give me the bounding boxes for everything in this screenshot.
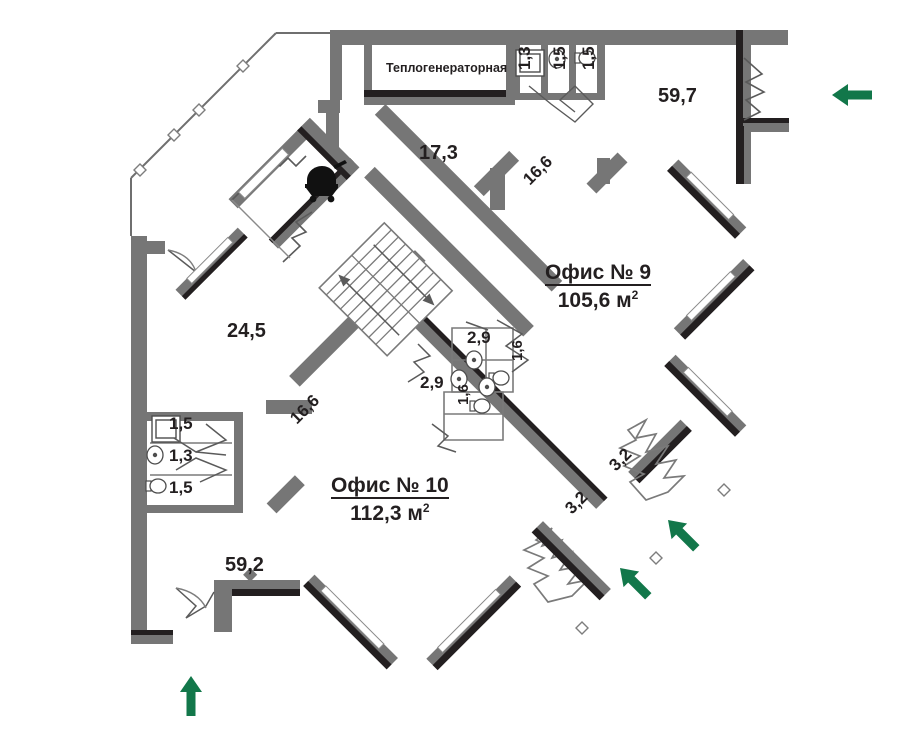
label-wc-center-c: 1,6	[509, 340, 526, 361]
label-wc-top-c: 1,5	[579, 46, 598, 70]
outer-facade-outline	[130, 32, 330, 236]
site-diamond-markers	[575, 483, 731, 635]
stairs-icon	[318, 221, 454, 357]
label-wc-left-bottom: 1,5	[169, 478, 193, 497]
wc-block-left	[145, 412, 243, 513]
label-area-hall-top: 17,3	[419, 142, 458, 164]
windows-topleft-diagonal	[175, 227, 248, 300]
wall-diagonal-upper	[318, 100, 563, 292]
label-wc-center-d: 1,6	[455, 384, 472, 405]
label-area-left-mid: 24,5	[227, 320, 266, 342]
label-wc-left-top: 1,5	[169, 414, 193, 433]
office-9-title-block: Офис № 9 105,6 м2	[545, 261, 652, 312]
office-10-title: Офис № 10	[331, 474, 449, 499]
wall-top-exterior	[330, 30, 789, 132]
wall-left-exterior	[131, 236, 197, 644]
entrance-arrow-bottom	[180, 676, 202, 716]
office-9-title: Офис № 9	[545, 261, 652, 286]
label-wc-center-a: 2,9	[467, 328, 491, 347]
label-wc-center-b: 2,9	[420, 373, 444, 392]
label-boiler-room: Теплогенераторная	[386, 61, 508, 75]
office-10-area: 112,3 м2	[350, 501, 430, 525]
office-9-area: 105,6 м2	[557, 288, 639, 312]
label-area-top-right: 59,7	[658, 85, 697, 107]
wc-cluster-door-swings	[407, 319, 530, 453]
entrance-arrow-right	[832, 84, 872, 106]
room-boiler-walls	[330, 45, 515, 105]
label-area-left-bottom: 59,2	[225, 554, 264, 576]
stroller-icon	[305, 160, 347, 203]
entrance-arrow-bottom-right-upper	[660, 512, 705, 557]
wall-right-zigzag-exterior	[628, 126, 755, 484]
entrance-arrow-bottom-right-lower	[612, 560, 657, 605]
wc-top-door-swings	[528, 85, 594, 123]
window-stroller-room	[237, 147, 290, 200]
label-wc-top-b: 1,5	[550, 46, 569, 70]
wc-block-top	[512, 45, 605, 100]
wall-bottom-zigzag-exterior	[175, 521, 611, 671]
label-wc-top-a: 1,3	[515, 46, 534, 70]
wall-nubs	[490, 158, 610, 210]
wc-left-door-swings	[173, 423, 228, 483]
label-wc-left-mid: 1,3	[169, 446, 193, 465]
office-10-title-block: Офис № 10 112,3 м2	[331, 475, 449, 524]
door-swing-right-entrance	[743, 57, 766, 121]
window-lower-left-diagonal	[243, 567, 258, 582]
